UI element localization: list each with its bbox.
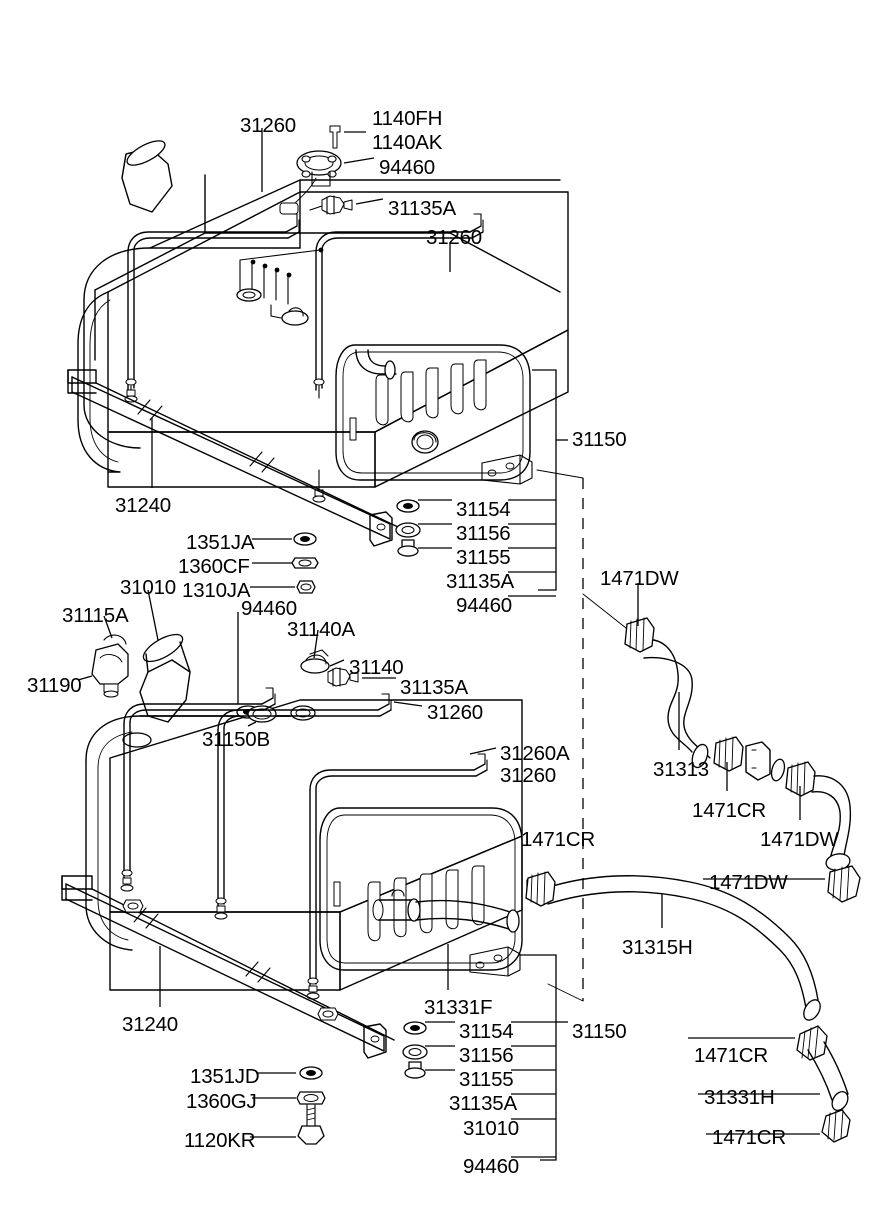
part-label-31154: 31154 bbox=[456, 498, 511, 521]
part-label-1471dw: 1471DW bbox=[760, 828, 839, 851]
part-label-94460: 94460 bbox=[241, 597, 298, 620]
part-label-31331f: 31331F bbox=[424, 996, 493, 1019]
part-label-1310ja: 1310JA bbox=[182, 579, 251, 602]
part-label-31240: 31240 bbox=[122, 1013, 179, 1036]
part-label-1140fh: 1140FH bbox=[372, 107, 443, 130]
part-label-31260: 31260 bbox=[500, 764, 557, 787]
part-label-1360cf: 1360CF bbox=[178, 555, 250, 578]
part-label-31150: 31150 bbox=[572, 1020, 627, 1043]
part-label-94460: 94460 bbox=[379, 156, 436, 179]
part-label-31140: 31140 bbox=[349, 656, 404, 679]
part-label-1471dw: 1471DW bbox=[600, 567, 679, 590]
hose-assembly-group bbox=[525, 583, 861, 1143]
part-label-1471cr: 1471CR bbox=[521, 828, 596, 851]
part-label-1351jd: 1351JD bbox=[190, 1065, 260, 1088]
part-label-94460: 94460 bbox=[456, 594, 513, 617]
part-label-1471cr: 1471CR bbox=[694, 1044, 769, 1067]
part-label-1351ja: 1351JA bbox=[186, 531, 255, 554]
part-label-31315h: 31315H bbox=[622, 936, 693, 959]
lower-tank-group bbox=[61, 589, 568, 1161]
part-label-31150: 31150 bbox=[572, 428, 627, 451]
part-label-31115a: 31115A bbox=[62, 604, 129, 627]
part-label-1140ak: 1140AK bbox=[372, 131, 443, 154]
part-label-31156: 31156 bbox=[459, 1044, 514, 1067]
part-label-31156: 31156 bbox=[456, 522, 511, 545]
part-label-31135a: 31135A bbox=[449, 1092, 517, 1115]
part-label-31260a: 31260A bbox=[500, 742, 570, 765]
part-label-31313: 31313 bbox=[653, 758, 710, 781]
part-label-31260: 31260 bbox=[240, 114, 297, 137]
part-label-94460: 94460 bbox=[463, 1155, 520, 1178]
part-label-1471cr: 1471CR bbox=[692, 799, 767, 822]
part-label-31155: 31155 bbox=[459, 1068, 514, 1091]
part-label-31331h: 31331H bbox=[704, 1086, 775, 1109]
part-label-31135a: 31135A bbox=[388, 197, 456, 220]
part-label-31240: 31240 bbox=[115, 494, 172, 517]
part-label-1120kr: 1120KR bbox=[184, 1129, 256, 1152]
part-label-31190: 31190 bbox=[27, 674, 82, 697]
part-label-31154: 31154 bbox=[459, 1020, 514, 1043]
part-label-1471cr: 1471CR bbox=[712, 1126, 787, 1149]
part-label-31155: 31155 bbox=[456, 546, 511, 569]
part-label-31260: 31260 bbox=[426, 226, 483, 249]
part-label-31140a: 31140A bbox=[287, 618, 355, 641]
part-label-31010: 31010 bbox=[120, 576, 177, 599]
part-label-31135a: 31135A bbox=[400, 676, 468, 699]
part-label-31150b: 31150B bbox=[202, 728, 270, 751]
part-label-31010: 31010 bbox=[463, 1117, 520, 1140]
part-label-31260: 31260 bbox=[427, 701, 484, 724]
part-label-1360gj: 1360GJ bbox=[186, 1090, 257, 1113]
part-label-31135a: 31135A bbox=[446, 570, 514, 593]
part-label-1471dw: 1471DW bbox=[709, 871, 788, 894]
upper-tank-group bbox=[67, 125, 569, 597]
